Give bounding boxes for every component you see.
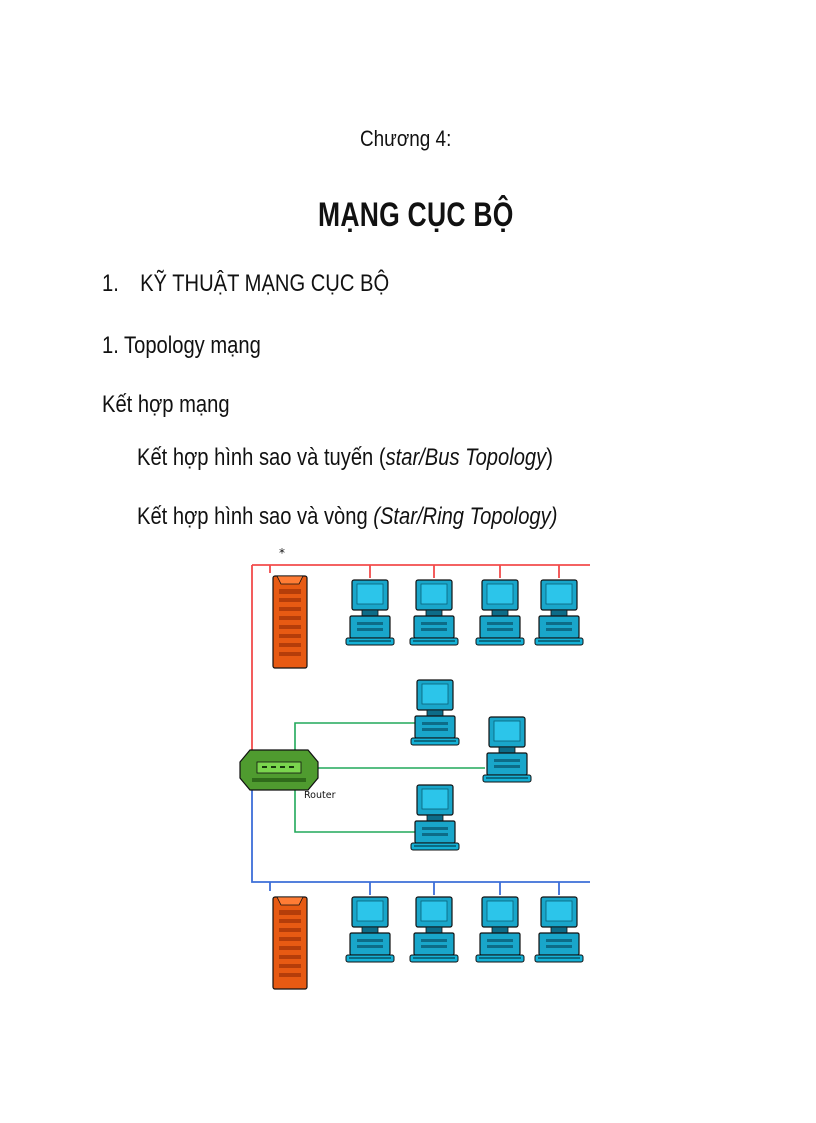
middle-computer-icon — [482, 716, 532, 783]
asterisk-mark: * — [279, 546, 285, 560]
topic-heading: Kết hợp mạng — [102, 391, 230, 418]
bullet-star-bus-prefix: Kết hợp hình sao và tuyến ( — [137, 444, 386, 471]
bottom-computer-icon — [475, 896, 525, 963]
subsection-heading: 1. Topology mạng — [102, 332, 261, 359]
section-title: KỸ THUẬT MẠNG CỤC BỘ — [140, 270, 390, 297]
bullet-star-ring-italic: (Star/Ring Topology) — [373, 503, 558, 530]
bullet-star-bus: Kết hợp hình sao và tuyến (star/Bus Topo… — [137, 446, 553, 470]
router-label: Router — [304, 790, 336, 801]
bullet-star-bus-suffix: ) — [546, 444, 553, 471]
top-computer-icon — [409, 579, 459, 646]
bottom-server-icon — [272, 896, 308, 990]
bottom-backbone-blue — [251, 785, 590, 895]
bullet-star-bus-italic: star/Bus Topology — [385, 444, 547, 471]
top-computer-icon — [475, 579, 525, 646]
bottom-computer-icon — [534, 896, 584, 963]
middle-computer-icon — [410, 679, 460, 746]
top-server-icon — [272, 575, 308, 669]
section-heading: 1. KỸ THUẬT MẠNG CỤC BỘ — [102, 272, 389, 296]
svg-text:*: * — [279, 546, 285, 560]
router-icon — [239, 749, 319, 791]
chapter-title: MẠNG CỤC BỘ — [318, 196, 514, 234]
chapter-label: Chương 4: — [360, 126, 452, 151]
section-number: 1. — [102, 270, 119, 297]
top-backbone-red — [251, 564, 590, 750]
bottom-computer-icon — [345, 896, 395, 963]
bottom-computer-icon — [409, 896, 459, 963]
top-computer-icon — [345, 579, 395, 646]
bullet-star-ring-prefix: Kết hợp hình sao và vòng — [137, 503, 374, 530]
top-computer-icon — [534, 579, 584, 646]
network-diagram: * — [230, 545, 590, 1015]
bullet-star-ring: Kết hợp hình sao và vòng (Star/Ring Topo… — [137, 505, 557, 529]
middle-computer-icon — [410, 784, 460, 851]
network-diagram-svg: * — [239, 546, 590, 990]
